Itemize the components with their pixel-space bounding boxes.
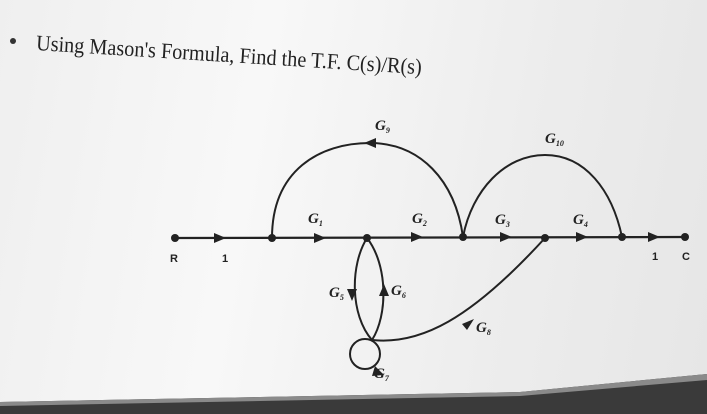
label-input-r: R	[170, 253, 178, 265]
forward-path-line	[174, 235, 686, 240]
arrow-unity-out	[648, 232, 660, 242]
arrow-unity-in	[214, 233, 226, 243]
label-g2: G2	[412, 211, 427, 228]
node-2	[363, 234, 371, 242]
label-g10: G10	[545, 131, 564, 148]
arrow-g2	[411, 232, 423, 242]
arrow-g7	[372, 366, 384, 376]
label-output-c: C	[682, 251, 690, 263]
arrow-g3	[500, 232, 512, 242]
label-g4: G4	[573, 212, 588, 229]
label-g8: G8	[476, 320, 491, 337]
label-g6: G6	[391, 283, 406, 300]
node-r	[171, 234, 179, 242]
label-g7: G7	[374, 366, 390, 383]
label-g3: G3	[495, 212, 510, 229]
arrow-g5	[347, 289, 357, 301]
arrow-g1	[314, 233, 326, 243]
label-g9: G9	[375, 118, 390, 135]
label-unity-in: 1	[222, 253, 228, 265]
label-g5: G5	[329, 285, 344, 302]
label-unity-out: 1	[652, 251, 658, 263]
node-3	[459, 233, 467, 241]
node-5	[618, 233, 626, 241]
node-c	[681, 233, 689, 241]
arrow-g9	[364, 138, 376, 148]
arrow-g6	[379, 284, 389, 296]
node-1	[268, 234, 276, 242]
label-g1: G1	[308, 211, 323, 228]
branch-g8	[371, 237, 546, 342]
arrow-g8	[462, 319, 474, 330]
branch-g6	[366, 237, 385, 341]
arrow-g4	[576, 232, 588, 242]
bullet-point	[10, 38, 16, 44]
self-loop-g7	[349, 338, 381, 370]
branch-g5	[353, 237, 373, 341]
branch-g9	[271, 141, 464, 239]
node-4	[541, 234, 549, 242]
branch-g10	[462, 153, 623, 238]
paper-bottom-edge	[0, 374, 707, 414]
